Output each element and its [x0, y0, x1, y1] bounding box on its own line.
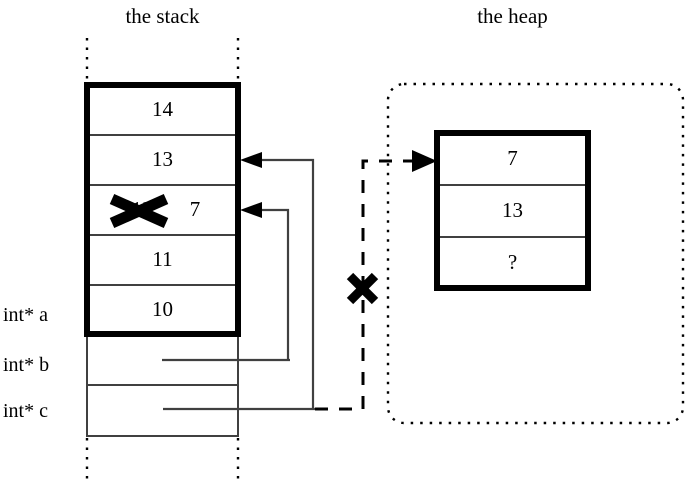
stack-variable-label-b: int* b	[3, 354, 50, 376]
heap-cell-value-0: 7	[507, 146, 518, 170]
stack-cell-value-4: 10	[152, 297, 173, 321]
pointer-b-arrow-path	[248, 208, 290, 360]
pointer-c-arrowhead	[240, 152, 262, 168]
pointer-b-arrowhead	[240, 202, 262, 218]
heap-title: the heap	[477, 4, 548, 28]
x-mark-heap-pointer	[346, 272, 379, 305]
stack-title: the stack	[125, 4, 200, 28]
x-mark-stack-cell-12	[109, 193, 169, 229]
stack-cell-value-0: 14	[152, 97, 173, 121]
stack-main-frame	[84, 82, 241, 337]
heap-region-outline	[386, 82, 685, 425]
stack-variable-label-a: int* a	[3, 304, 48, 326]
stack-cell-value-3: 11	[152, 247, 173, 271]
heap-cell-value-2: ?	[507, 250, 518, 274]
heap-block-frame	[434, 130, 591, 291]
heap-cell-value-1: 13	[502, 198, 523, 222]
pointer-c-arrow-path	[248, 158, 315, 409]
stack-cell-value-2-new: 7	[189, 197, 201, 221]
stack-cell-value-2-old: 12	[131, 197, 153, 221]
pointer-c-heap-arrowhead	[412, 150, 437, 172]
stack-variable-label-c: int* c	[3, 400, 48, 422]
stack-cell-value-1: 13	[152, 147, 173, 171]
